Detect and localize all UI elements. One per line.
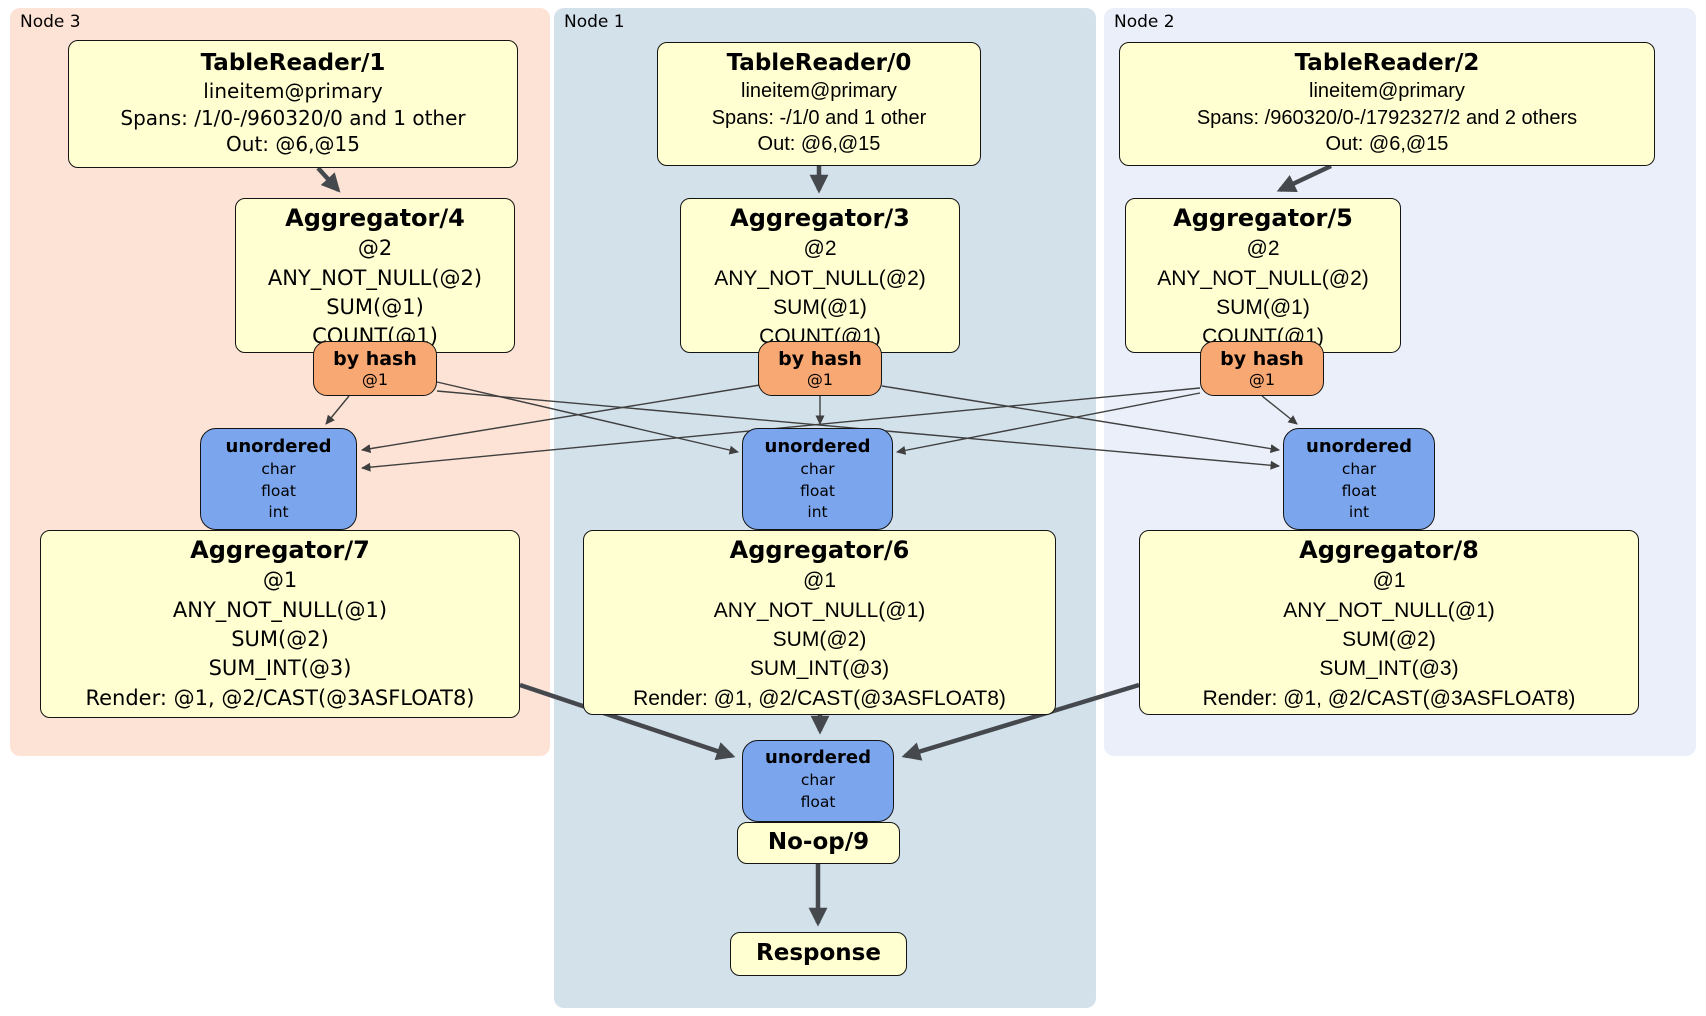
operator-group: @2 — [803, 237, 837, 261]
stream-col: char — [800, 460, 835, 479]
edge-aggregator7-final-stream — [519, 682, 736, 761]
stream-col: float — [800, 792, 836, 811]
edge-hash2-stream1 — [896, 392, 1201, 455]
router-title: by hash — [333, 348, 417, 370]
stream-title: unordered — [1306, 436, 1412, 457]
router-title: by hash — [778, 348, 862, 370]
operator-fn: SUM(@2) — [1342, 627, 1436, 651]
stream-col: char — [261, 460, 296, 479]
operator-fn: SUM_INT(@3) — [1319, 657, 1459, 681]
operator-group: @2 — [1246, 237, 1280, 261]
operator-fn: SUM_INT(@3) — [208, 656, 352, 681]
operator-title: Aggregator/5 — [1173, 204, 1353, 232]
operator-title: TableReader/0 — [726, 50, 912, 76]
operator-title: Aggregator/8 — [1299, 536, 1479, 564]
operator-fn: SUM(@1) — [1216, 295, 1310, 319]
stream-col: int — [1348, 503, 1370, 522]
operator-aggregator-5: Aggregator/5 @2 ANY_NOT_NULL(@2) SUM(@1)… — [1125, 198, 1401, 353]
operator-title: Aggregator/7 — [190, 536, 370, 564]
operator-fn: SUM(@1) — [773, 295, 867, 319]
router-key: @1 — [1248, 369, 1276, 389]
operator-index: lineitem@primary — [1309, 79, 1465, 102]
operator-group: @2 — [357, 236, 393, 261]
operator-fn: ANY_NOT_NULL(@2) — [267, 265, 483, 290]
stream-col: float — [261, 481, 296, 500]
operator-index: lineitem@primary — [203, 78, 383, 103]
operator-aggregator-6: Aggregator/6 @1 ANY_NOT_NULL(@1) SUM(@2)… — [583, 530, 1056, 715]
stream-col: char — [800, 771, 836, 790]
router-key: @1 — [361, 369, 389, 389]
stream-unordered-final: unordered char float — [742, 740, 894, 822]
operator-fn: ANY_NOT_NULL(@1) — [1283, 598, 1495, 622]
operator-render: Render: @1, @2/CAST(@3ASFLOAT8) — [1202, 686, 1576, 710]
operator-fn: SUM(@2) — [772, 627, 867, 651]
edge-hash3-stream1 — [436, 381, 739, 455]
cluster-label: Node 3 — [20, 12, 81, 32]
stream-unordered-node3: unordered char float int — [200, 428, 357, 530]
stream-col: float — [800, 481, 835, 500]
operator-out: Out: @6,@15 — [757, 133, 881, 156]
stream-col: int — [268, 503, 289, 522]
operator-render: Render: @1, @2/CAST(@3ASFLOAT8) — [633, 686, 1006, 710]
stream-unordered-node1: unordered char float int — [742, 428, 893, 530]
stream-title: unordered — [764, 436, 871, 457]
operator-title: Aggregator/4 — [285, 204, 465, 232]
operator-spans: Spans: -/1/0 and 1 other — [711, 106, 927, 129]
router-title: by hash — [1220, 348, 1304, 370]
operator-response: Response — [730, 932, 907, 976]
operator-spans: Spans: /960320/0-/1792327/2 and 2 others — [1196, 106, 1578, 129]
operator-fn: SUM(@1) — [326, 294, 424, 319]
stream-col: char — [1341, 460, 1377, 479]
operator-fn: SUM_INT(@3) — [749, 657, 890, 681]
cluster-label: Node 1 — [564, 12, 625, 32]
operator-title: Response — [756, 940, 881, 966]
hash-router-node2: by hash @1 — [1200, 341, 1324, 396]
operator-aggregator-3: Aggregator/3 @2 ANY_NOT_NULL(@2) SUM(@1)… — [680, 198, 960, 353]
operator-out: Out: @6,@15 — [1325, 133, 1449, 156]
operator-tablereader-0: TableReader/0 lineitem@primary Spans: -/… — [657, 42, 981, 166]
stream-title: unordered — [225, 436, 332, 457]
operator-title: No-op/9 — [767, 829, 870, 855]
operator-group: @1 — [262, 568, 298, 593]
operator-title: Aggregator/3 — [730, 204, 910, 232]
edge-tablereader2-aggregator5 — [1276, 163, 1332, 193]
operator-aggregator-8: Aggregator/8 @1 ANY_NOT_NULL(@1) SUM(@2)… — [1139, 530, 1639, 715]
hash-router-node3: by hash @1 — [313, 341, 437, 396]
operator-aggregator-7: Aggregator/7 @1 ANY_NOT_NULL(@1) SUM(@2)… — [40, 530, 520, 718]
operator-fn: SUM(@2) — [231, 626, 329, 651]
hash-router-node1: by hash @1 — [758, 341, 882, 396]
stream-unordered-node2: unordered char float int — [1283, 428, 1435, 530]
operator-fn: ANY_NOT_NULL(@2) — [714, 266, 926, 290]
operator-fn: ANY_NOT_NULL(@1) — [713, 598, 926, 622]
operator-index: lineitem@primary — [741, 79, 897, 102]
edge-hash3-stream3 — [325, 395, 350, 425]
stream-col: int — [807, 503, 828, 522]
operator-title: TableReader/2 — [1294, 50, 1480, 76]
edge-aggregator8-final-stream — [901, 682, 1140, 761]
operator-fn: ANY_NOT_NULL(@2) — [1157, 266, 1369, 290]
operator-tablereader-2: TableReader/2 lineitem@primary Spans: /9… — [1119, 42, 1655, 166]
operator-fn: ANY_NOT_NULL(@1) — [172, 597, 388, 622]
operator-group: @1 — [803, 569, 836, 593]
edge-hash1-stream2 — [881, 385, 1280, 454]
stream-col: float — [1341, 481, 1377, 500]
edge-hash1-stream3 — [361, 384, 761, 454]
operator-title: TableReader/1 — [200, 50, 386, 76]
operator-spans: Spans: /1/0-/960320/0 and 1 other — [120, 105, 466, 130]
cluster-label: Node 2 — [1114, 12, 1175, 32]
operator-noop-9: No-op/9 — [737, 822, 900, 864]
operator-out: Out: @6,@15 — [226, 132, 360, 157]
operator-group: @1 — [1372, 569, 1406, 593]
stream-title: unordered — [765, 747, 871, 768]
router-key: @1 — [806, 369, 834, 389]
edge-tablereader1-aggregator4 — [316, 166, 341, 193]
operator-aggregator-4: Aggregator/4 @2 ANY_NOT_NULL(@2) SUM(@1)… — [235, 198, 515, 353]
operator-title: Aggregator/6 — [729, 536, 910, 564]
operator-tablereader-1: TableReader/1 lineitem@primary Spans: /1… — [68, 40, 518, 168]
operator-render: Render: @1, @2/CAST(@3ASFLOAT8) — [85, 685, 475, 710]
edge-hash2-stream2 — [1261, 395, 1298, 425]
